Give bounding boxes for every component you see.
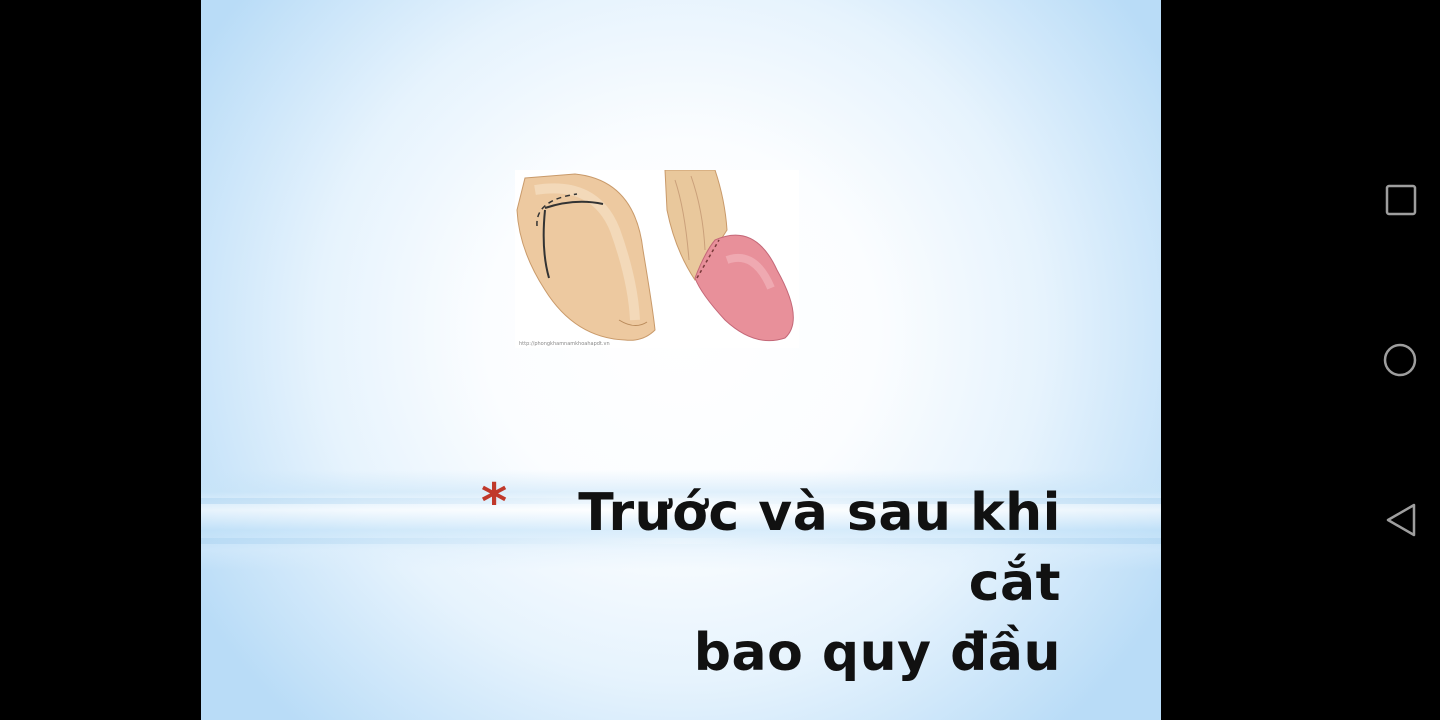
after-drawing [664, 170, 794, 342]
presentation-slide[interactable]: http://phongkhamnamkhoahapdt.vn * Trước … [201, 0, 1161, 720]
recents-button[interactable] [1379, 178, 1423, 222]
band-streak [201, 498, 1161, 504]
slide-illustration: http://phongkhamnamkhoahapdt.vn [515, 170, 799, 348]
before-after-illustration: http://phongkhamnamkhoahapdt.vn [516, 170, 794, 347]
before-drawing [516, 173, 656, 341]
bullet-asterisk: * [481, 473, 508, 531]
band-streak [201, 538, 1161, 544]
home-button[interactable] [1378, 338, 1422, 382]
image-caption: http://phongkhamnamkhoahapdt.vn [519, 341, 610, 347]
android-navigation-bar [1161, 0, 1440, 720]
slide-background-band [201, 470, 1161, 570]
back-button[interactable] [1379, 498, 1423, 542]
circle-icon [1383, 343, 1417, 377]
slide-title: Trước và sau khi cắt bao quy đầu [531, 478, 1061, 688]
slide-title-line-2: bao quy đầu [693, 623, 1061, 683]
slide-title-line-1: Trước và sau khi cắt [578, 483, 1061, 613]
square-icon [1385, 184, 1417, 216]
triangle-back-icon [1386, 503, 1416, 537]
